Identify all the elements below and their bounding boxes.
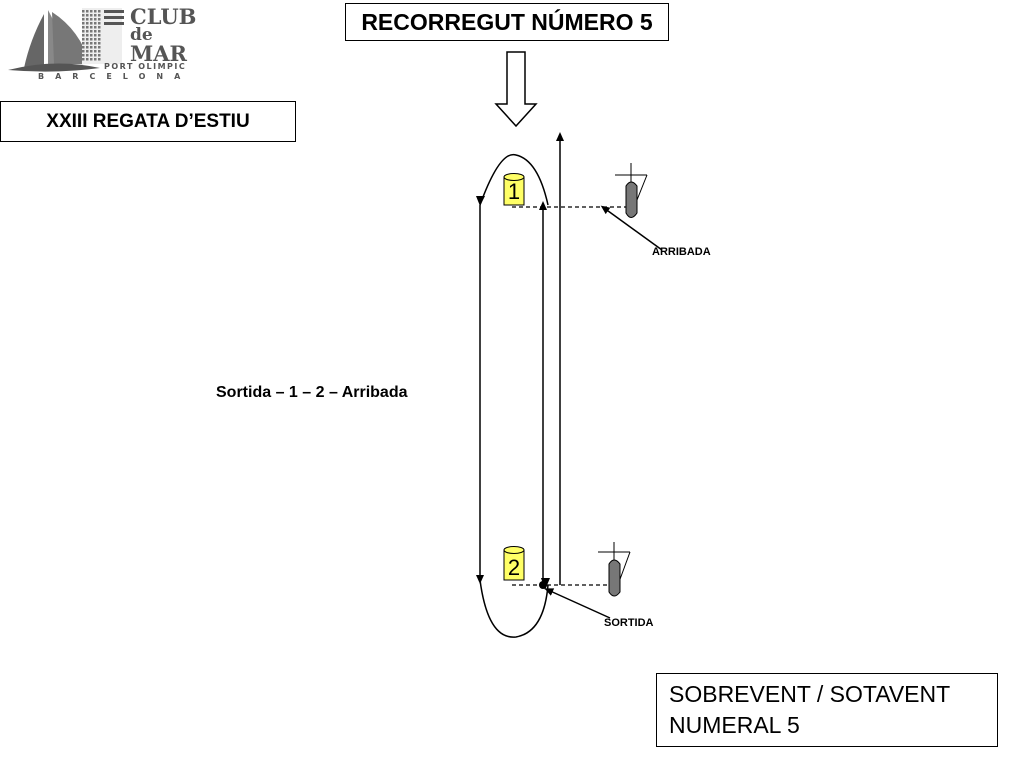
logo-mar-text: MAR: [130, 41, 187, 66]
finish-label: ARRIBADA: [652, 246, 711, 258]
mark-2-number: 2: [508, 555, 520, 580]
course-bottom-loop: [479, 579, 549, 638]
regatta-title: XXIII REGATA D’ESTIU: [0, 101, 296, 142]
mark-1-buoy: 1: [503, 173, 525, 206]
committee-boat-icon: [598, 542, 631, 597]
logo-city-text: BARCELONA: [38, 72, 192, 81]
course-name-line2: NUMERAL 5: [669, 712, 800, 738]
course-name-box: SOBREVENT / SOTAVENT NUMERAL 5: [656, 673, 998, 747]
logo-club-text: CLUB: [130, 4, 197, 29]
wind-arrow-icon: [494, 51, 538, 128]
page-title: RECORREGUT NÚMERO 5: [345, 3, 669, 41]
finish-pointer: [600, 205, 663, 251]
committee-boat-icon: [615, 163, 648, 218]
start-pointer: [544, 588, 611, 619]
course-loop-path: [479, 153, 549, 206]
route-label: Sortida – 1 – 2 – Arribada: [216, 384, 408, 401]
logo-de-text: de: [130, 25, 153, 45]
start-label: SORTIDA: [604, 617, 654, 629]
course-name-line1: SOBREVENT / SOTAVENT: [669, 681, 951, 707]
logo-port-text: PORT OLIMPIC: [104, 62, 187, 71]
sailboat-logo-icon: [8, 8, 124, 72]
course-top-arrow: [476, 196, 485, 206]
mark-1-number: 1: [508, 179, 520, 204]
mark-2-buoy: 2: [503, 546, 525, 581]
